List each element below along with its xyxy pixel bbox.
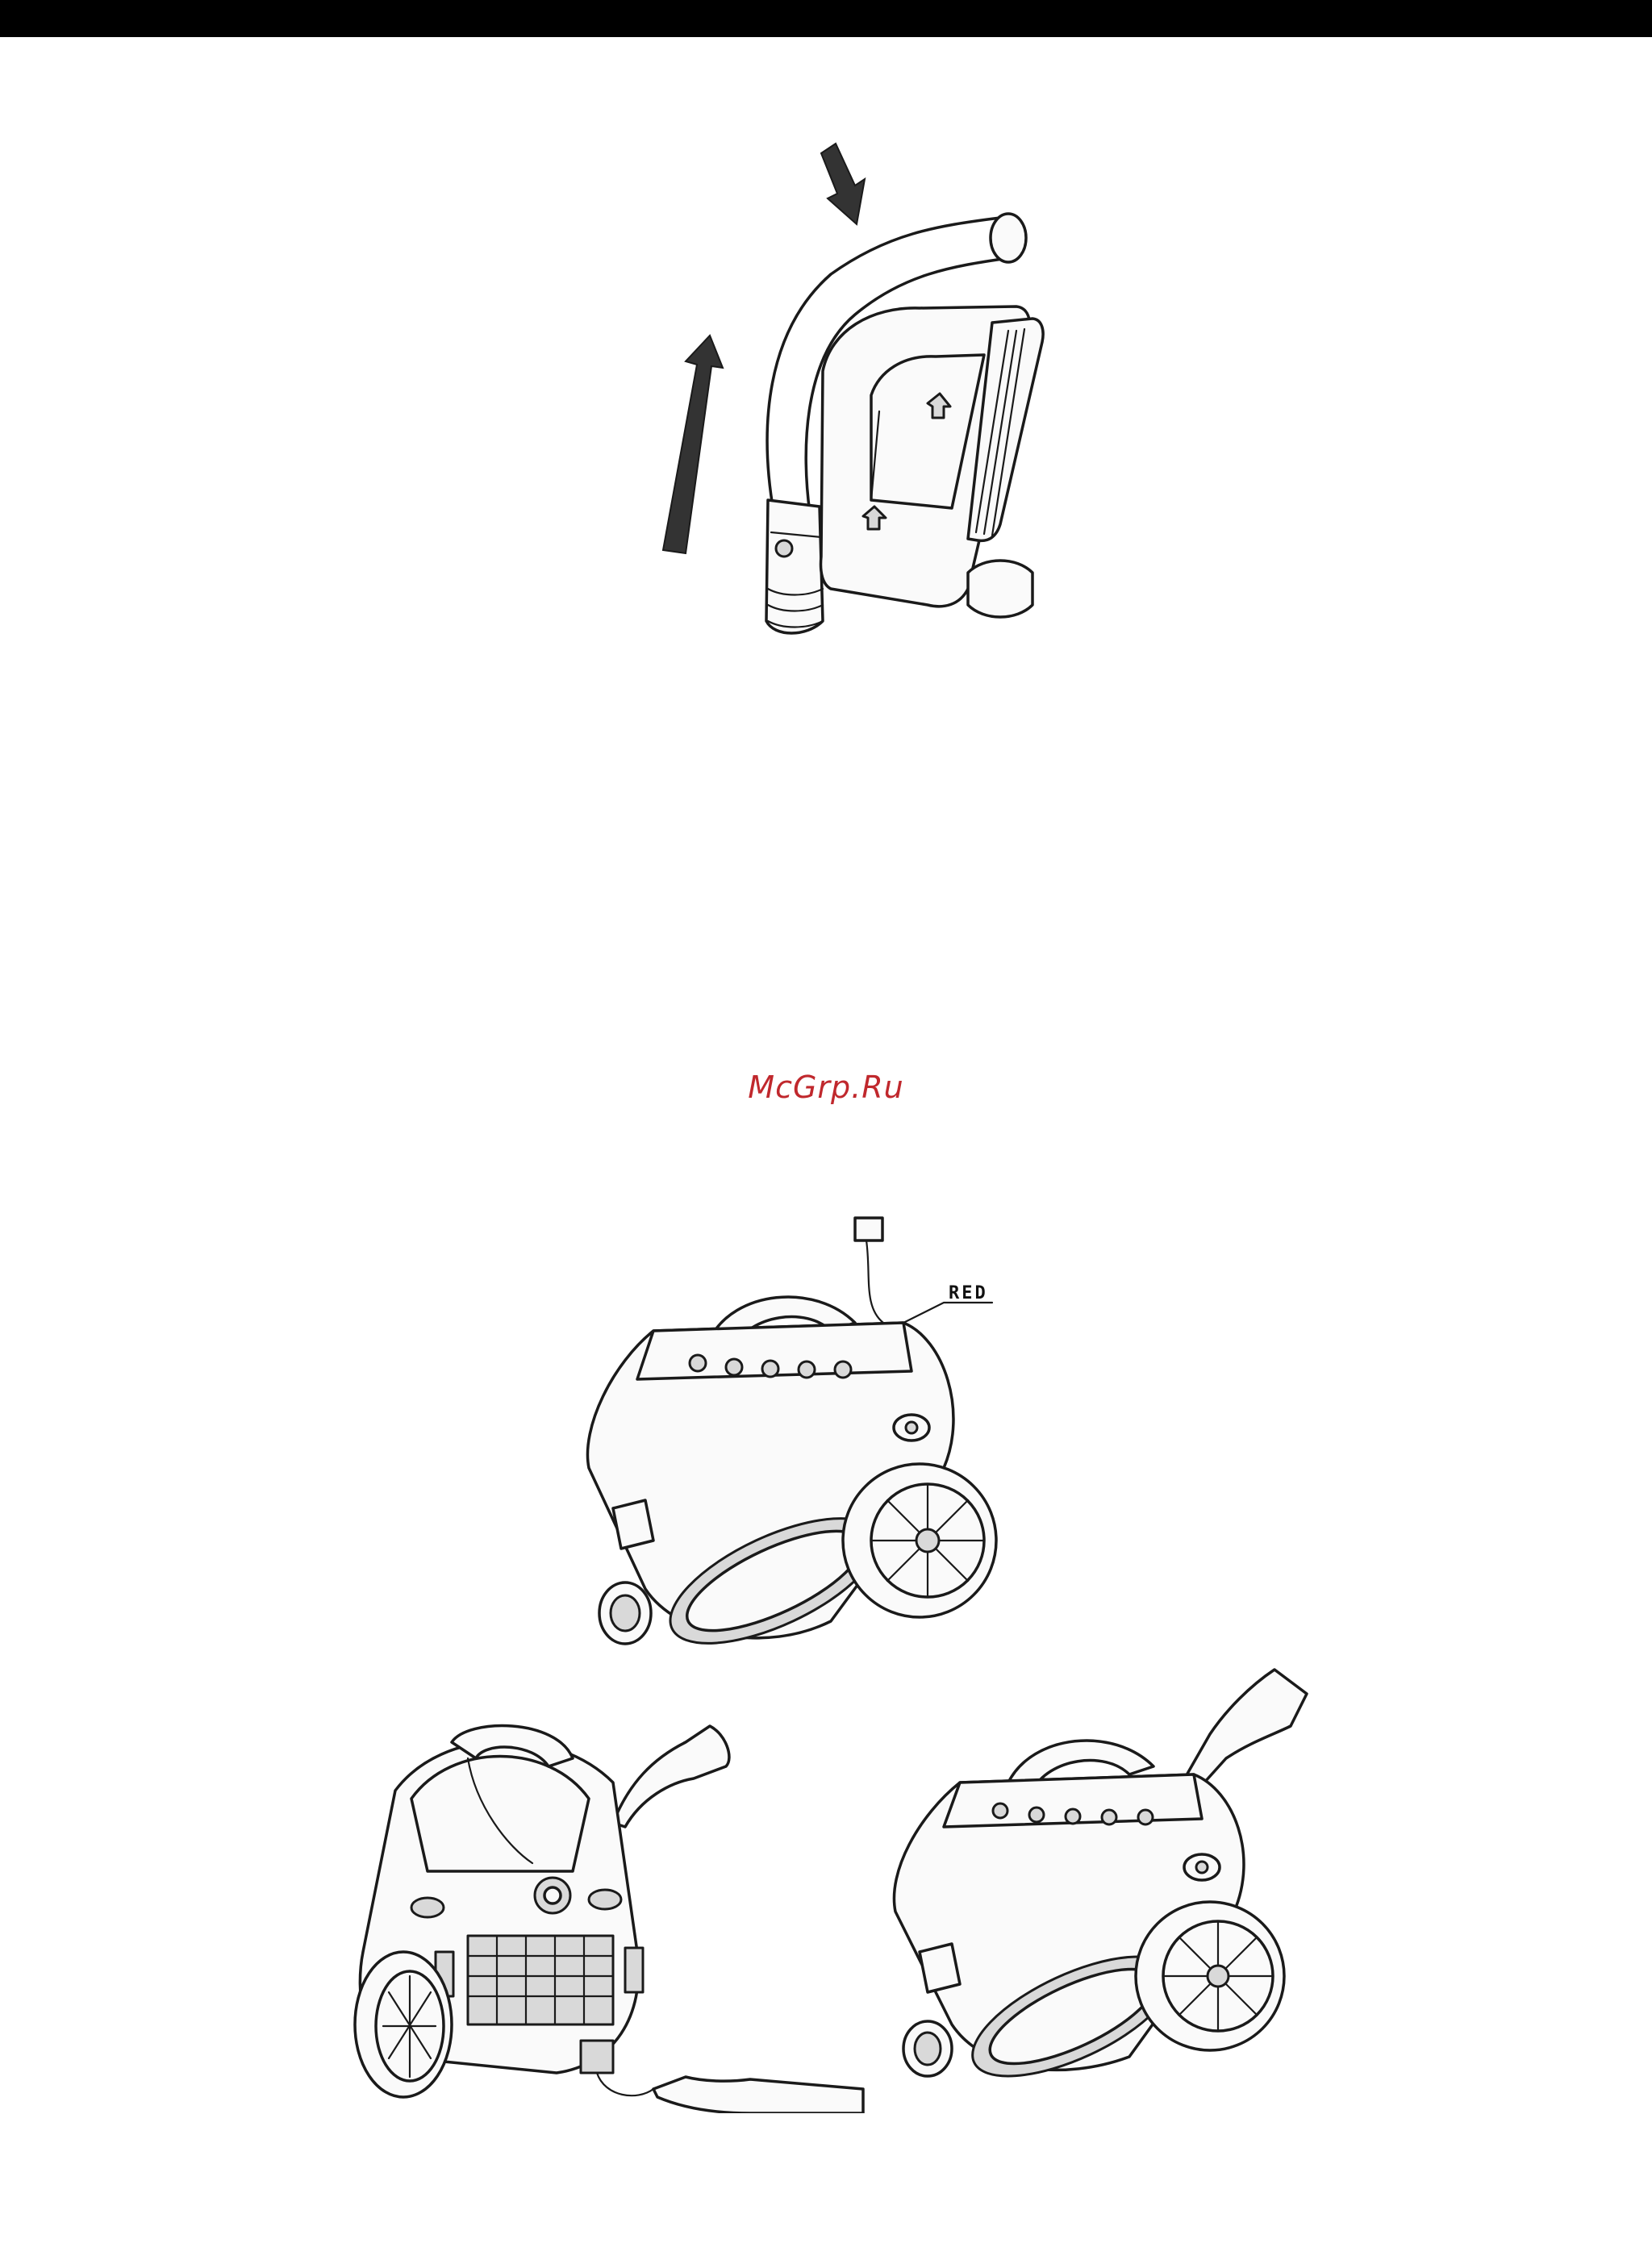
arrow-down-icon <box>821 144 865 224</box>
top-black-bar <box>0 0 1652 37</box>
watermark: McGrp.Ru <box>0 1070 1652 1105</box>
vacuum-front-button-illustration <box>871 1662 1323 2081</box>
vacuum-rear-rewind-illustration <box>347 1710 879 2113</box>
hose-parking-illustration <box>629 137 1081 669</box>
vacuum-cord-label-illustration: RED <box>565 1202 1016 1686</box>
red-cord-marker-label: RED <box>949 1283 988 1303</box>
arrow-up-icon <box>663 336 723 553</box>
